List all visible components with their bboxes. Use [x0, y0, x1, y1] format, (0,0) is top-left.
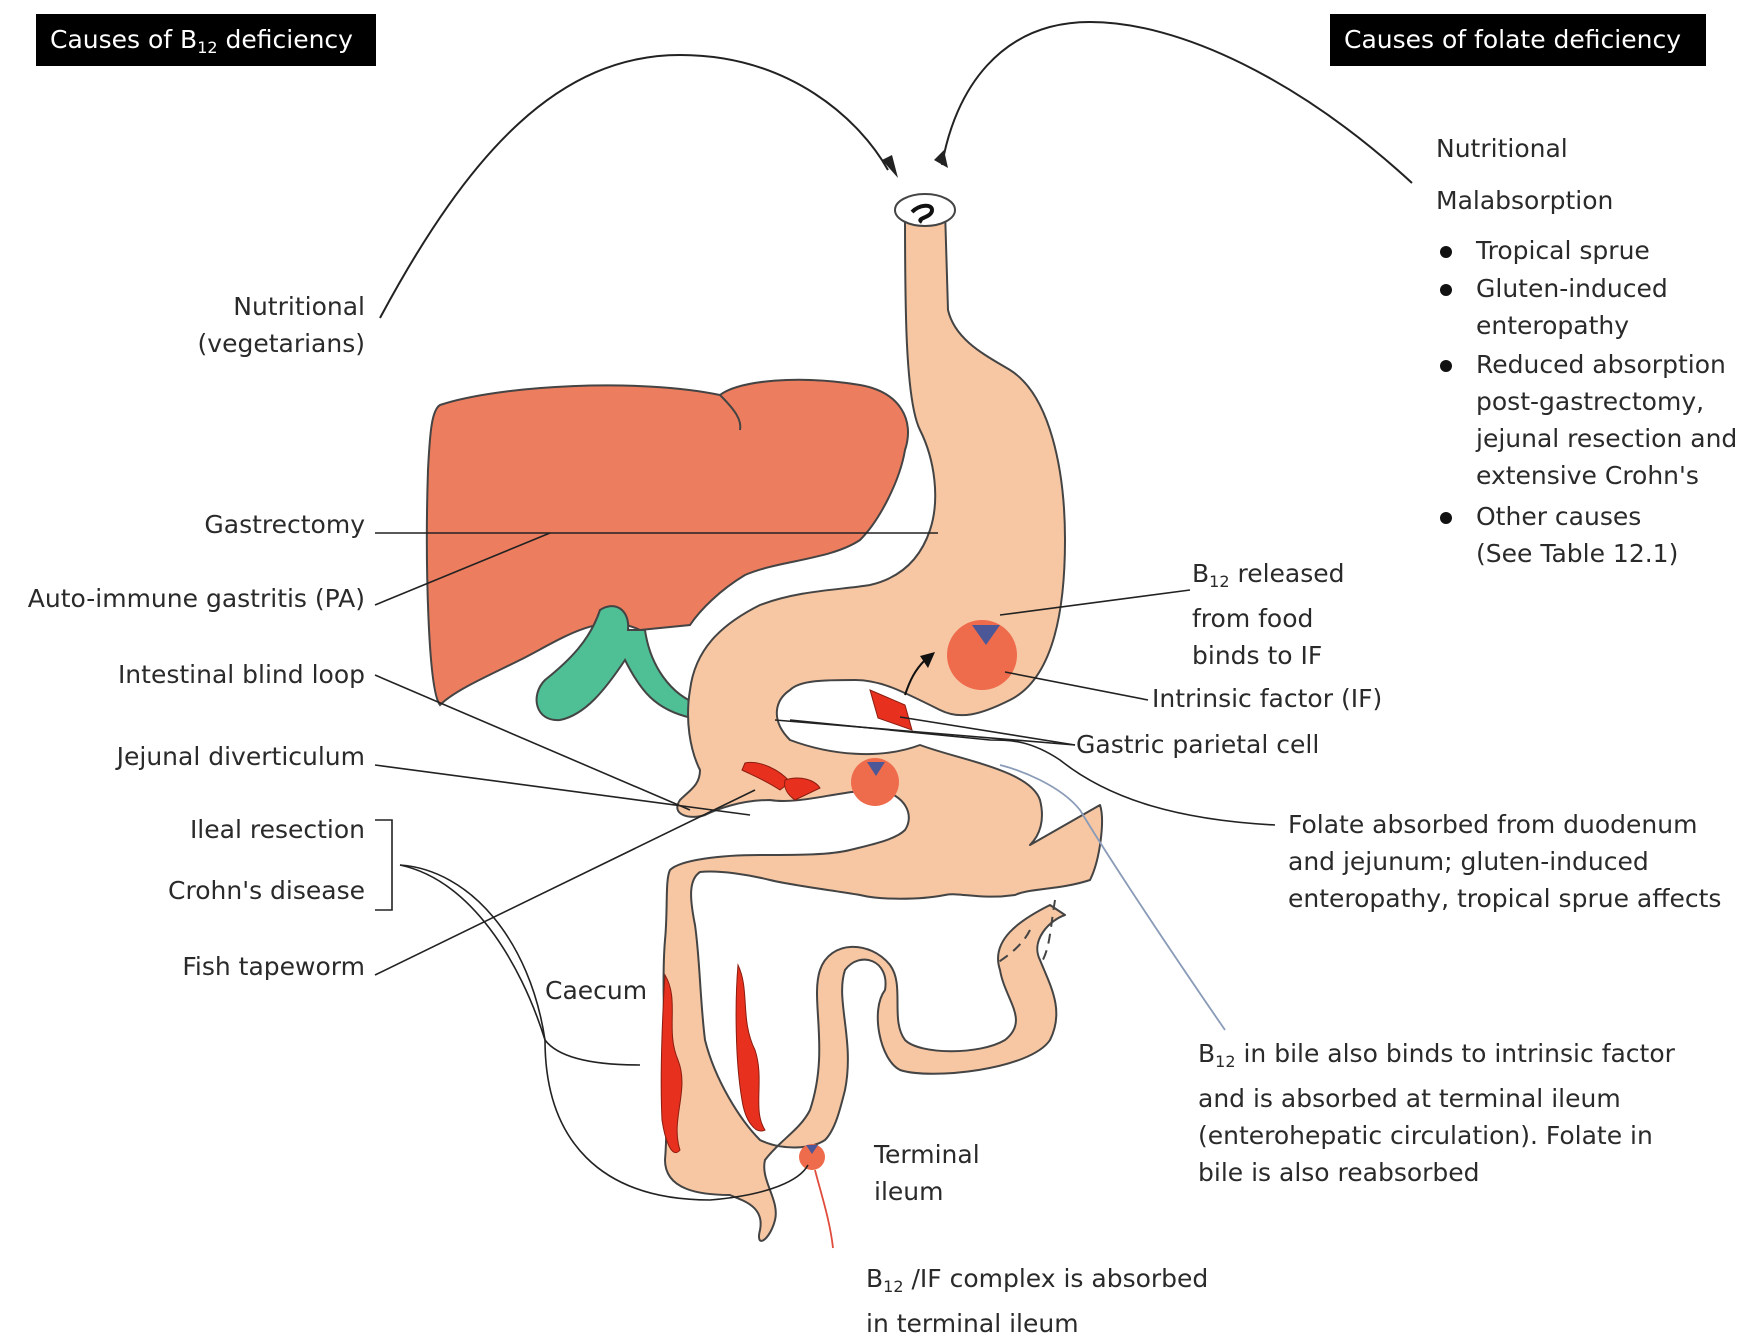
- liver-notch: [719, 394, 742, 431]
- gut-body: [662, 209, 1103, 1242]
- label-crohns-disease: Crohn's disease: [168, 876, 365, 905]
- complex-line: [814, 1169, 834, 1249]
- duodenum-if-complex: [851, 758, 899, 806]
- b12-released-line-1: B12 released: [1192, 559, 1345, 591]
- blind-loop-line: [374, 674, 691, 811]
- jejunal-line: [374, 764, 751, 816]
- colon-patch-left: [660, 973, 683, 1153]
- crohns-line-2: [399, 864, 809, 1201]
- b12-released-line: [999, 589, 1191, 616]
- parietal-line: [899, 716, 1076, 746]
- bile-line: [999, 764, 1226, 1031]
- item-line: enteropathy: [1476, 311, 1630, 340]
- folate-absorbed-line-3: enteropathy, tropical sprue affects: [1288, 884, 1722, 913]
- autoimmune-line: [374, 532, 551, 606]
- duodenal-patch-2: [784, 777, 821, 801]
- b12-header-text: Causes of B12 deficiency: [50, 25, 353, 57]
- label-vegetarians: (vegetarians): [197, 329, 365, 358]
- item-line: post-gastrectomy,: [1476, 387, 1705, 416]
- label-terminal-ileum: Terminal ileum: [874, 1136, 980, 1210]
- item-line: (See Table 12.1): [1476, 539, 1679, 568]
- folate-arrowhead: [934, 150, 948, 168]
- b12-triangle-duodenum: [867, 762, 885, 776]
- bullet-icon: [1440, 284, 1452, 296]
- item-line: jejunal resection and: [1476, 424, 1738, 453]
- label-intrinsic-factor: Intrinsic factor (IF): [1152, 684, 1383, 713]
- if-line: [1004, 671, 1149, 701]
- bullet-icon: [1440, 246, 1452, 258]
- label-bile-enterohepatic: B12 in bile also binds to intrinsic fact…: [1198, 1035, 1675, 1191]
- bile-line-1: B12 in bile also binds to intrinsic fact…: [1198, 1039, 1675, 1071]
- label-caecum: Caecum: [545, 976, 648, 1005]
- bullet-icon: [1440, 360, 1452, 372]
- complex-line-1: B12 /IF complex is absorbed: [866, 1264, 1209, 1296]
- b12-arrowhead: [882, 155, 898, 178]
- label-nutritional: Nutritional: [233, 292, 365, 321]
- leader-lines: [374, 532, 1276, 1201]
- item-line: Tropical sprue: [1476, 236, 1650, 265]
- ileum-if-complex: [799, 1144, 825, 1170]
- item-line: Gluten-induced: [1476, 274, 1668, 303]
- folate-nutritional: Nutritional: [1436, 134, 1568, 163]
- folate-deficiency-header: Causes of folate deficiency: [1330, 14, 1706, 66]
- parietal-to-if-arrowhead: [920, 652, 935, 668]
- food-squiggle: [910, 203, 935, 224]
- item-line: Other causes: [1476, 502, 1642, 531]
- label-gastrectomy: Gastrectomy: [204, 510, 365, 539]
- terminal-ileum-line-1: Terminal: [874, 1140, 980, 1169]
- bile-line-3: (enterohepatic circulation). Folate in: [1198, 1121, 1653, 1150]
- folate-arrow-curve: [941, 20, 1413, 184]
- colon-patch-right: [735, 963, 766, 1132]
- b12-triangle-ileum: [806, 1145, 818, 1154]
- if-circle-ileum: [799, 1144, 825, 1170]
- label-jejunal-diverticulum: Jejunal diverticulum: [116, 742, 365, 771]
- if-circle-stomach: [947, 620, 1017, 690]
- complex-line-2: in terminal ileum: [866, 1309, 1079, 1338]
- bile-line-4: bile is also reabsorbed: [1198, 1158, 1480, 1187]
- lesion-patches: [660, 689, 913, 1153]
- folate-absorbed-line-2: and jejunum; gluten-induced: [1288, 847, 1649, 876]
- label-ileal-resection: Ileal resection: [189, 815, 365, 844]
- crohns-line: [399, 864, 641, 1066]
- b12-triangle-stomach: [972, 625, 1000, 645]
- folate-line: [789, 719, 1276, 826]
- bile-line-2: and is absorbed at terminal ileum: [1198, 1084, 1621, 1113]
- dashed-bowel-segment: [994, 899, 1056, 966]
- label-b12-if-complex: B12 /IF complex is absorbed in terminal …: [866, 1260, 1208, 1342]
- folate-absorbed-line-1: Folate absorbed from duodenum: [1288, 810, 1698, 839]
- ileal-bracket: [375, 819, 393, 911]
- liver: [425, 378, 909, 707]
- terminal-ileum-line-2: ileum: [874, 1177, 944, 1206]
- header-arrows: [379, 20, 1413, 319]
- b12-released-line-2: from food: [1192, 604, 1314, 633]
- label-b12-released: B12 released from food binds to IF: [1192, 555, 1345, 674]
- b12-arrow-curve: [379, 53, 889, 319]
- label-autoimmune-gastritis: Auto-immune gastritis (PA): [27, 584, 365, 613]
- b12-released-line-3: binds to IF: [1192, 641, 1323, 670]
- gallbladder: [535, 605, 702, 722]
- tapeworm-line: [374, 789, 756, 976]
- item-line: extensive Crohn's: [1476, 461, 1699, 490]
- item-line: Reduced absorption: [1476, 350, 1726, 379]
- folate-malabsorption: Malabsorption: [1436, 186, 1614, 215]
- label-fish-tapeworm: Fish tapeworm: [182, 952, 365, 981]
- mouth-opening: [894, 193, 956, 227]
- b12-deficiency-header: Causes of B12 deficiency: [36, 14, 376, 66]
- parietal-cell-patch: [869, 689, 913, 731]
- label-nutritional-vegetarians: Nutritional (vegetarians): [150, 288, 365, 362]
- label-folate-absorbed: Folate absorbed from duodenum and jejunu…: [1288, 806, 1721, 917]
- bullet-icon: [1440, 512, 1452, 524]
- duodenal-patch-1: [741, 761, 791, 791]
- stomach-if-complex: [947, 620, 1017, 690]
- label-intestinal-blind-loop: Intestinal blind loop: [117, 660, 365, 689]
- label-gastric-parietal-cell: Gastric parietal cell: [1076, 730, 1320, 759]
- parietal-to-if-arrow: [904, 659, 926, 696]
- folate-header-text: Causes of folate deficiency: [1344, 25, 1681, 54]
- if-circle-duodenum: [851, 758, 899, 806]
